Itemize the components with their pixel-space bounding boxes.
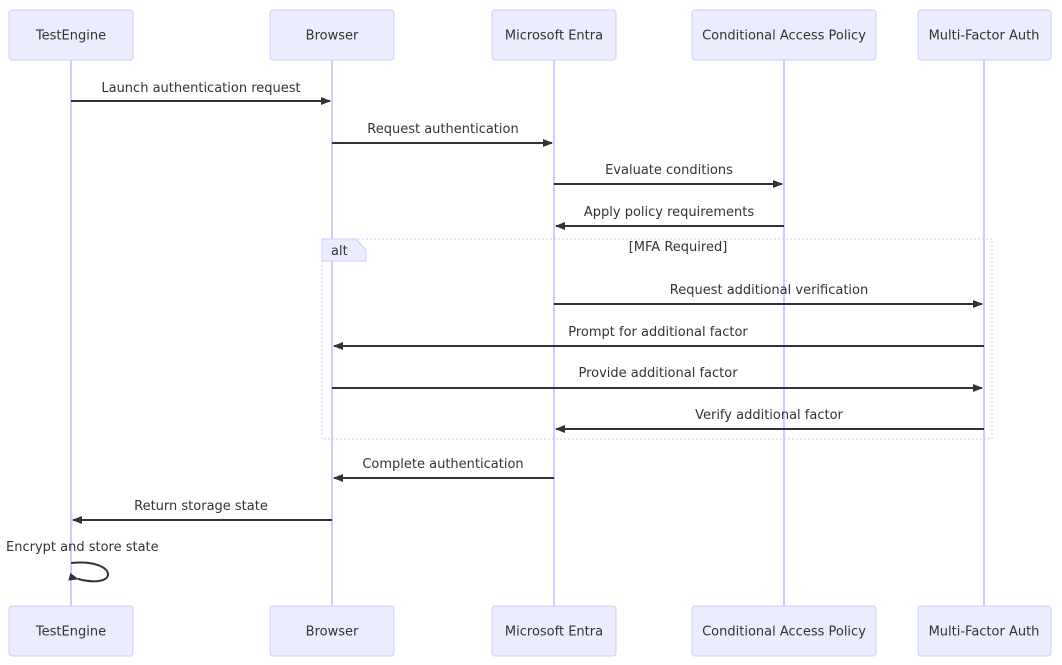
participant-label: Browser	[306, 29, 359, 44]
messages-group: Launch authentication request Request au…	[6, 81, 984, 583]
message-request-additional-verification[interactable]: Request additional verification	[554, 283, 983, 308]
message-label: Provide additional factor	[578, 366, 738, 381]
message-label: Complete authentication	[362, 457, 523, 472]
alt-tag-label: alt	[331, 244, 348, 259]
message-label: Return storage state	[134, 499, 268, 514]
participant-label: Browser	[306, 625, 359, 640]
message-return-storage-state[interactable]: Return storage state	[72, 499, 332, 524]
participant-label: Multi-Factor Auth	[929, 625, 1040, 640]
message-label: Request authentication	[367, 122, 518, 137]
participant-label: Microsoft Entra	[505, 29, 603, 44]
participants-bottom: TestEngine Browser Microsoft Entra Condi…	[8, 605, 1052, 657]
message-label: Evaluate conditions	[605, 163, 733, 178]
lifelines-group	[70, 60, 985, 606]
self-message-label: Encrypt and store state	[6, 540, 159, 555]
participant-rect	[8, 605, 134, 657]
participant-box-mfa-top[interactable]: Multi-Factor Auth	[917, 9, 1052, 61]
message-label: Launch authentication request	[101, 81, 300, 96]
participant-label: Conditional Access Policy	[702, 29, 866, 44]
alt-condition-label: [MFA Required]	[629, 240, 728, 255]
participant-label: Multi-Factor Auth	[929, 29, 1040, 44]
message-evaluate-conditions[interactable]: Evaluate conditions	[554, 163, 783, 188]
participant-rect	[491, 605, 617, 657]
participant-rect	[269, 605, 395, 657]
message-provide-additional-factor[interactable]: Provide additional factor	[332, 366, 983, 392]
alt-block: alt [MFA Required]	[321, 238, 993, 440]
participant-label: TestEngine	[35, 625, 106, 640]
message-label: Verify additional factor	[695, 408, 843, 423]
participants-top: TestEngine Browser Microsoft Entra Condi…	[8, 9, 1052, 61]
participant-rect	[269, 9, 395, 61]
participant-rect	[691, 605, 877, 657]
alt-tag-shape	[321, 238, 367, 262]
participant-label: Microsoft Entra	[505, 625, 603, 640]
participant-box-browser-top[interactable]: Browser	[269, 9, 395, 61]
participant-rect	[491, 9, 617, 61]
message-label: Prompt for additional factor	[568, 325, 748, 340]
message-label: Request additional verification	[670, 283, 869, 298]
alt-block-frame	[321, 238, 993, 440]
message-encrypt-and-store-state[interactable]: Encrypt and store state	[6, 540, 159, 583]
participant-box-entra-top[interactable]: Microsoft Entra	[491, 9, 617, 61]
participant-rect	[691, 9, 877, 61]
participant-label: Conditional Access Policy	[702, 625, 866, 640]
message-label: Apply policy requirements	[584, 205, 754, 220]
participant-rect	[917, 9, 1052, 61]
participant-box-entra-bottom[interactable]: Microsoft Entra	[491, 605, 617, 657]
self-message-loop	[68, 561, 109, 583]
participant-label: TestEngine	[35, 29, 106, 44]
message-prompt-for-additional-factor[interactable]: Prompt for additional factor	[333, 325, 984, 350]
message-complete-authentication[interactable]: Complete authentication	[333, 457, 554, 482]
message-launch-authentication-request[interactable]: Launch authentication request	[71, 81, 331, 105]
participant-box-browser-bottom[interactable]: Browser	[269, 605, 395, 657]
participant-box-testengine-bottom[interactable]: TestEngine	[8, 605, 134, 657]
participant-box-cap-bottom[interactable]: Conditional Access Policy	[691, 605, 877, 657]
participant-rect	[917, 605, 1052, 657]
participant-box-cap-top[interactable]: Conditional Access Policy	[691, 9, 877, 61]
participant-rect	[8, 9, 134, 61]
participant-box-mfa-bottom[interactable]: Multi-Factor Auth	[917, 605, 1052, 657]
participant-box-testengine-top[interactable]: TestEngine	[8, 9, 134, 61]
message-verify-additional-factor[interactable]: Verify additional factor	[555, 408, 984, 433]
message-request-authentication[interactable]: Request authentication	[332, 122, 553, 147]
message-apply-policy-requirements[interactable]: Apply policy requirements	[555, 205, 784, 230]
